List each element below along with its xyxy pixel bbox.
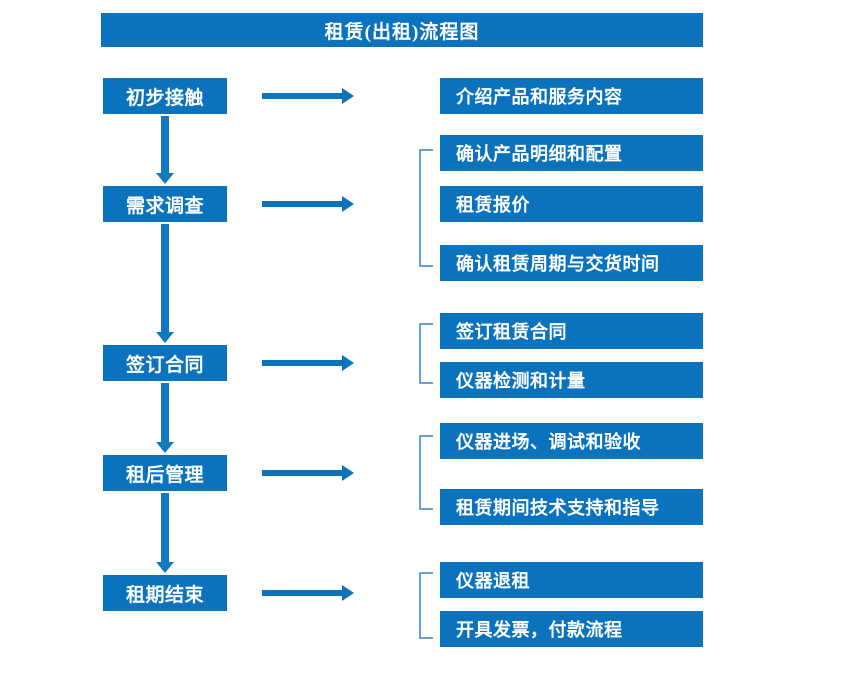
- stage-box-requirement-survey[interactable]: 需求调查: [103, 186, 227, 222]
- detail-box-rental-quote[interactable]: 租赁报价: [440, 186, 703, 222]
- detail-box-instrument-return[interactable]: 仪器退租: [440, 562, 703, 598]
- vertical-arrow-icon-2: [156, 224, 174, 343]
- horizontal-arrow-icon-1: [262, 88, 354, 104]
- horizontal-arrow-icon-5: [262, 585, 354, 601]
- horizontal-arrow-icon-2: [262, 196, 354, 212]
- stage-box-rental-end[interactable]: 租期结束: [103, 575, 227, 611]
- vertical-arrow-icon-1: [156, 116, 174, 184]
- stage-box-initial-contact[interactable]: 初步接触: [103, 78, 227, 114]
- diagram-title: 租赁(出租)流程图: [101, 13, 703, 47]
- horizontal-arrow-icon-3: [262, 355, 354, 371]
- detail-box-technical-support[interactable]: 租赁期间技术支持和指导: [440, 489, 703, 525]
- bracket-connector-5: [419, 572, 433, 639]
- detail-box-instrument-inspection[interactable]: 仪器检测和计量: [440, 362, 703, 398]
- detail-box-introduce-products[interactable]: 介绍产品和服务内容: [440, 78, 703, 114]
- detail-box-instrument-delivery[interactable]: 仪器进场、调试和验收: [440, 423, 703, 459]
- vertical-arrow-icon-4: [156, 493, 174, 573]
- stage-box-post-rental-management[interactable]: 租后管理: [103, 455, 227, 491]
- vertical-arrow-icon-3: [156, 383, 174, 453]
- detail-box-invoice-payment[interactable]: 开具发票，付款流程: [440, 611, 703, 647]
- bracket-connector-3: [419, 323, 433, 384]
- horizontal-arrow-icon-4: [262, 465, 354, 481]
- bracket-connector-4: [419, 435, 433, 510]
- bracket-connector-2: [419, 149, 433, 267]
- stage-box-sign-contract[interactable]: 签订合同: [103, 345, 227, 381]
- detail-box-confirm-rental-period[interactable]: 确认租赁周期与交货时间: [440, 245, 703, 281]
- detail-box-confirm-product-spec[interactable]: 确认产品明细和配置: [440, 135, 703, 171]
- detail-box-sign-rental-contract[interactable]: 签订租赁合同: [440, 313, 703, 349]
